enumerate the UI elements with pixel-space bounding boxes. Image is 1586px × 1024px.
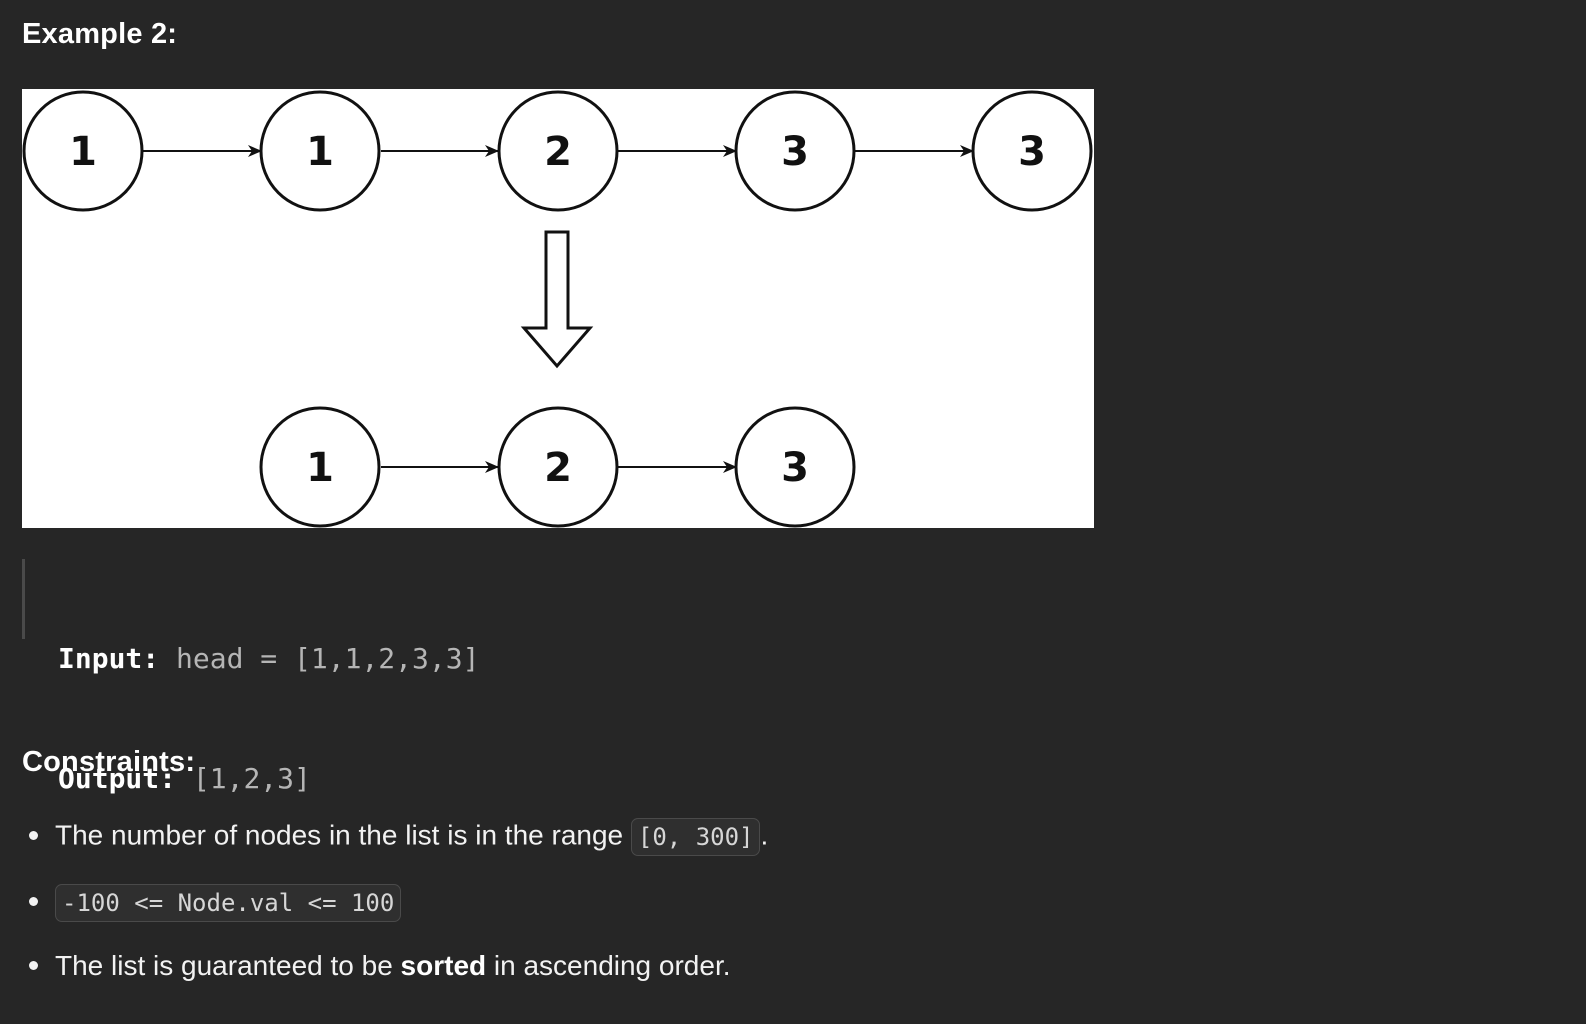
bullet-icon [29, 961, 38, 971]
output-node-value: 2 [544, 445, 572, 491]
constraint-emphasis: sorted [400, 950, 487, 981]
example-io-block: Input: head = [1,1,2,3,3] Output: [1,2,3… [22, 559, 479, 795]
linked-list-diagram: 1 1 2 3 3 1 2 [22, 89, 1094, 528]
linked-list-svg: 1 1 2 3 3 1 2 [22, 90, 1093, 528]
down-arrow-icon [520, 230, 594, 369]
bullet-icon [29, 830, 38, 840]
constraint-text: . [760, 819, 769, 851]
constraint-text: The list is guaranteed to be [55, 950, 401, 981]
output-line: Output: [1,2,3] [58, 759, 479, 799]
input-node: 2 [497, 90, 619, 212]
input-node: 3 [734, 90, 856, 212]
input-node: 1 [22, 90, 144, 212]
input-label: Input: [58, 642, 160, 675]
input-node: 3 [971, 90, 1093, 212]
input-node-value: 3 [781, 129, 809, 175]
constraint-text: The number of nodes in the list is in th… [55, 819, 631, 851]
input-node-value: 1 [69, 129, 97, 175]
output-node-value: 1 [306, 445, 334, 491]
input-value: head = [1,1,2,3,3] [159, 642, 480, 675]
constraint-item: -100 <= Node.val <= 100 [22, 884, 402, 922]
input-node-value: 1 [306, 129, 334, 175]
constraints-heading: Constraints: [22, 746, 196, 778]
example-heading: Example 2: [22, 18, 178, 50]
output-node-value: 3 [781, 445, 809, 491]
bullet-icon [29, 896, 38, 906]
inline-code: [0, 300] [630, 818, 761, 856]
output-node: 2 [497, 406, 619, 528]
constraint-item: The list is guaranteed to be sorted in a… [22, 950, 731, 982]
input-node-value: 2 [544, 129, 572, 175]
constraint-text: in ascending order. [486, 950, 731, 981]
inline-code: -100 <= Node.val <= 100 [55, 884, 402, 922]
output-value: [1,2,3] [176, 762, 311, 795]
input-node-value: 3 [1018, 129, 1046, 175]
output-node: 3 [734, 406, 856, 528]
input-line: Input: head = [1,1,2,3,3] [58, 639, 479, 679]
output-label: Output: [58, 762, 177, 795]
input-node: 1 [259, 90, 381, 212]
output-node: 1 [259, 406, 381, 528]
constraint-item: The number of nodes in the list is in th… [22, 818, 768, 856]
